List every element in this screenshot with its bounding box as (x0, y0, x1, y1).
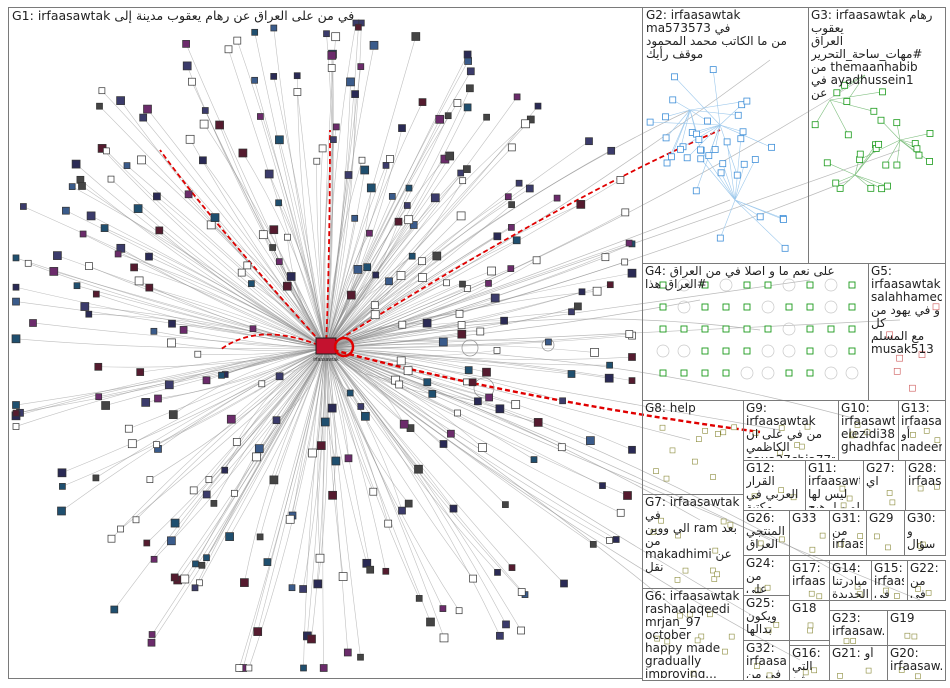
group-label-g18: G18 (792, 602, 826, 638)
group-label-g6: G6: irfaasawtak rashaalaqeedi mrjan_97 o… (645, 590, 740, 678)
group-label-g26: G26: المنتجي العراق (746, 512, 786, 553)
group-label-g17: G17: irfaasa... (792, 562, 826, 598)
group-label-g1: G1: irfaasawtak في من على العراق عن رهام… (12, 9, 639, 676)
group-label-g19: G19 (890, 612, 942, 643)
group-label-g30: G30: و سؤال من المهم (907, 512, 942, 553)
group-label-g20: G20: irfaasaw... (890, 647, 942, 678)
group-label-g10: G10: irfaasawt... elezidi38 ghadhfadl... (841, 402, 895, 458)
group-label-g23: G23: irfaasaw... (832, 612, 884, 643)
group-label-g12: G12: القرار العربي في مكتبة حقيقي (746, 462, 802, 508)
group-label-g8: G8: help (645, 402, 740, 492)
group-label-g16: G16: التي حشد الفتلة (792, 647, 826, 678)
group-label-g22: G22: من في (910, 562, 942, 598)
group-label-g24: G24: من على هذي (746, 557, 786, 593)
group-label-g27: G27: اي (866, 462, 902, 508)
group-label-g14: G14: مبادرتنا الجديدة (832, 562, 868, 598)
group-label-g11: G11: irfaasawt... ليس لها لو و لـ هيج (808, 462, 860, 508)
group-label-g4: G4: على نعم ما و اصلا في من العراق #العر… (645, 265, 865, 398)
group-label-g33: G33 (792, 512, 826, 553)
group-label-g28: G28: irfaas... (908, 462, 942, 508)
group-label-g5: G5: irfaasawtak salahhamedl و في يهود من… (871, 265, 942, 398)
group-label-g29: G29 (869, 512, 901, 553)
group-label-g13: G13: irfaasa... أو nadeer... (901, 402, 942, 458)
group-label-g21: G21: أو (832, 647, 884, 678)
group-label-g7: G7: irfaasawtak في الي ووين ram بعد من m… (645, 496, 740, 586)
group-label-g31: G31: من irfaas... (832, 512, 863, 553)
group-label-g2: G2: irfaasawtak ma573573 في من ما الكاتب… (646, 9, 805, 261)
group-label-g15: G15: irfaas... في من (874, 562, 904, 598)
group-label-g32: G32: irfaasa... في من (746, 642, 786, 678)
group-label-g3: G3: irfaasawtak رهام يعقوب العراق #مهات_… (811, 9, 942, 261)
group-label-g25: G25: ويكون بدالها (746, 597, 786, 638)
group-label-g9: G9: irfaasawtak من في على ان الكاظمي aau… (746, 402, 835, 458)
